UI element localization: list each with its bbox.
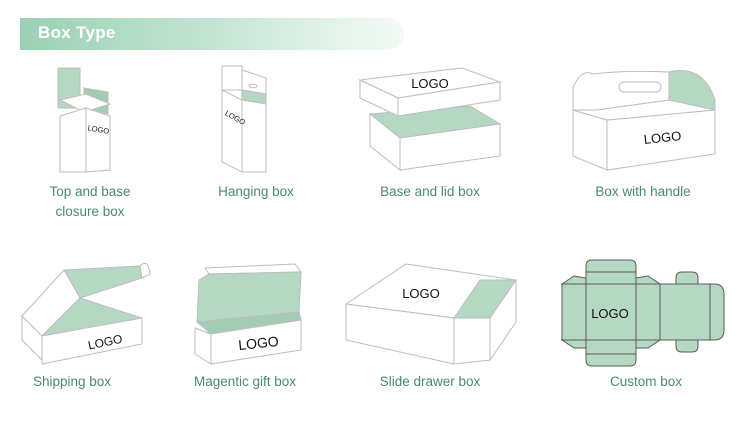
box-logo-text: LOGO: [411, 76, 449, 91]
box-logo-text: LOGO: [402, 286, 440, 301]
custom-box-dieline-icon: LOGO: [560, 259, 725, 367]
box-logo-text: LOGO: [238, 333, 280, 353]
box-logo-text: LOGO: [87, 123, 110, 136]
box-caption-line: Hanging box: [218, 184, 294, 199]
box-logo-text: LOGO: [643, 128, 682, 147]
box-caption: Slide drawer box: [340, 372, 520, 392]
handle-box-icon: LOGO: [572, 70, 716, 171]
box-caption: Box with handle: [553, 182, 733, 202]
box-caption-line: Box with handle: [595, 184, 691, 199]
shipping-box-icon: LOGO: [21, 262, 151, 365]
box-item-top-base-closure: LOGO Top and base closure box: [0, 60, 180, 230]
box-caption: Hanging box: [166, 182, 346, 202]
box-caption: Custom box: [556, 372, 736, 392]
base-lid-box-icon: LOGO: [358, 67, 502, 172]
box-item-handle: LOGO Box with handle: [553, 60, 733, 230]
section-header: Box Type: [20, 18, 404, 50]
box-caption-line: Top and base: [49, 184, 131, 199]
box-item-base-lid: LOGO Base and lid box: [340, 60, 520, 230]
box-caption-line: Slide drawer box: [379, 374, 481, 389]
box-item-shipping: LOGO Shipping box: [0, 256, 162, 396]
box-item-slide-drawer: LOGO Slide drawer box: [340, 256, 520, 396]
box-caption-line: Base and lid box: [380, 184, 480, 199]
box-caption-line: Shipping box: [32, 374, 112, 389]
slide-drawer-box-icon: LOGO: [344, 263, 518, 365]
box-caption: Magentic gift box: [155, 372, 335, 392]
box-item-hanging: LOGO Hanging box: [166, 60, 346, 230]
hanging-box-icon: LOGO: [221, 65, 267, 173]
box-caption-line: Magentic gift box: [193, 374, 297, 389]
box-caption: Shipping box: [0, 372, 162, 392]
magnetic-gift-box-icon: LOGO: [194, 263, 302, 365]
top-base-closure-box-icon: LOGO: [57, 67, 112, 173]
box-caption: Top and base closure box: [0, 182, 180, 222]
box-caption: Base and lid box: [340, 182, 520, 202]
box-logo-text: LOGO: [591, 306, 629, 321]
box-item-magnetic-gift: LOGO Magentic gift box: [155, 256, 335, 396]
box-item-custom: LOGO Custom box: [556, 256, 736, 396]
box-caption-line: closure box: [55, 204, 125, 219]
box-caption-line: Custom box: [609, 374, 683, 389]
section-title: Box Type: [38, 23, 116, 42]
